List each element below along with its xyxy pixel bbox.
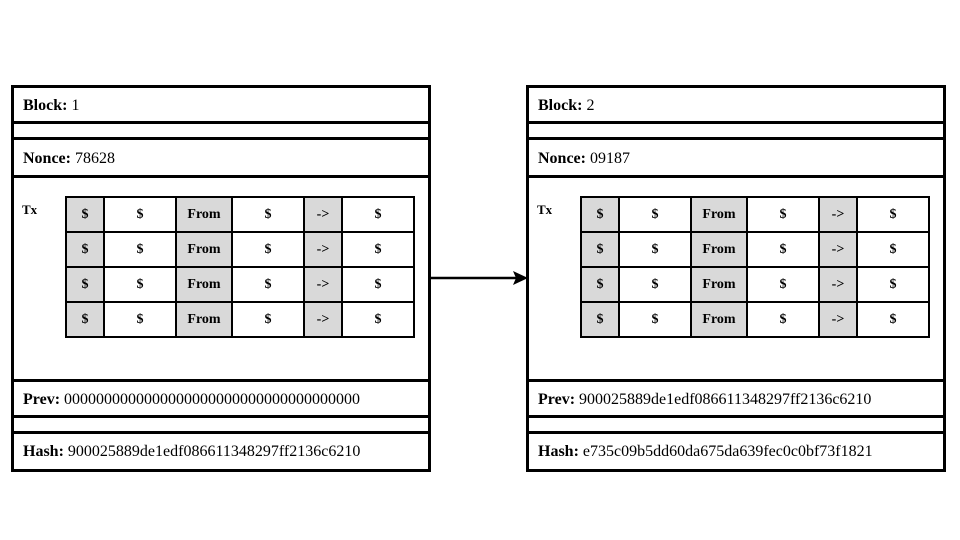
prev-label: Prev: — [23, 391, 61, 408]
hash-spacer — [529, 418, 943, 434]
tx-cell: $ — [618, 266, 692, 303]
tx-cell: $ — [231, 301, 305, 338]
nonce-value: 09187 — [589, 150, 630, 167]
block-1: Block: 1 Nonce: 78628 Tx $$From$->$$$Fro… — [11, 85, 431, 472]
prev-value: 0000000000000000000000000000000000000 — [64, 391, 361, 408]
tx-cell: $ — [580, 266, 620, 303]
tx-cell: $ — [580, 196, 620, 233]
hash-value: 900025889de1edf086611348297ff2136c6210 — [67, 443, 361, 460]
prev-value: 900025889de1edf086611348297ff2136c6210 — [579, 391, 872, 408]
tx-cell: From — [175, 301, 233, 338]
tx-cell: -> — [818, 301, 858, 338]
tx-cell: $ — [746, 231, 820, 268]
tx-cell: From — [690, 231, 748, 268]
block-2: Block: 2 Nonce: 09187 Tx $$From$->$$$Fro… — [526, 85, 946, 472]
tx-cell: $ — [341, 266, 415, 303]
tx-cell: From — [175, 266, 233, 303]
tx-cell: -> — [818, 231, 858, 268]
tx-cell: $ — [231, 266, 305, 303]
nonce-label: Nonce: — [23, 150, 71, 167]
prev-row: Prev: 0000000000000000000000000000000000… — [14, 382, 428, 418]
tx-cell: $ — [231, 231, 305, 268]
tx-cell: $ — [746, 266, 820, 303]
tx-cell: $ — [618, 301, 692, 338]
tx-cell: $ — [65, 266, 105, 303]
hash-row: Hash: 900025889de1edf086611348297ff2136c… — [14, 434, 428, 469]
tx-cell: From — [175, 196, 233, 233]
block-number-row: Block: 2 — [529, 88, 943, 124]
tx-row: $$From$->$ — [580, 231, 930, 268]
prev-label: Prev: — [538, 391, 576, 408]
tx-cell: From — [690, 266, 748, 303]
tx-cell: $ — [341, 196, 415, 233]
tx-cell: $ — [746, 196, 820, 233]
prev-row: Prev: 900025889de1edf086611348297ff2136c… — [529, 382, 943, 418]
tx-cell: $ — [341, 231, 415, 268]
hash-row: Hash: e735c09b5dd60da675da639fec0c0bf73f… — [529, 434, 943, 469]
tx-cell: -> — [303, 196, 343, 233]
tx-cell: $ — [65, 196, 105, 233]
tx-row: $$From$->$ — [65, 231, 415, 268]
tx-row: $$From$->$ — [580, 266, 930, 303]
nonce-label: Nonce: — [538, 150, 586, 167]
hash-label: Hash: — [538, 443, 579, 460]
tx-cell: $ — [856, 231, 930, 268]
tx-cell: $ — [856, 196, 930, 233]
tx-cell: $ — [856, 301, 930, 338]
tx-cell: From — [690, 301, 748, 338]
tx-cell: $ — [103, 196, 177, 233]
block-spacer — [529, 124, 943, 140]
block-label: Block: — [23, 97, 68, 114]
tx-cell: $ — [103, 266, 177, 303]
tx-cell: -> — [303, 301, 343, 338]
tx-row: $$From$->$ — [580, 301, 930, 338]
tx-cell: $ — [341, 301, 415, 338]
tx-cell: -> — [818, 196, 858, 233]
tx-row: $$From$->$ — [65, 301, 415, 338]
tx-row: $$From$->$ — [65, 266, 415, 303]
tx-row: $$From$->$ — [580, 196, 930, 233]
tx-cell: $ — [231, 196, 305, 233]
tx-table: $$From$->$$$From$->$$$From$->$$$From$->$ — [65, 196, 415, 338]
hash-spacer — [14, 418, 428, 434]
tx-cell: From — [690, 196, 748, 233]
nonce-row: Nonce: 09187 — [529, 140, 943, 178]
tx-row: $$From$->$ — [65, 196, 415, 233]
tx-cell: $ — [580, 301, 620, 338]
tx-cell: -> — [303, 231, 343, 268]
tx-cell: $ — [65, 301, 105, 338]
tx-cell: From — [175, 231, 233, 268]
tx-cell: $ — [65, 231, 105, 268]
block-label: Block: — [538, 97, 583, 114]
tx-cell: $ — [103, 301, 177, 338]
tx-label: Tx — [537, 202, 553, 217]
block-number-row: Block: 1 — [14, 88, 428, 124]
tx-cell: -> — [818, 266, 858, 303]
block-spacer — [14, 124, 428, 140]
nonce-value: 78628 — [74, 150, 115, 167]
block-number: 1 — [71, 97, 80, 114]
tx-cell: $ — [746, 301, 820, 338]
tx-cell: $ — [103, 231, 177, 268]
tx-table: $$From$->$$$From$->$$$From$->$$$From$->$ — [580, 196, 930, 338]
tx-cell: $ — [856, 266, 930, 303]
tx-cell: -> — [303, 266, 343, 303]
nonce-row: Nonce: 78628 — [14, 140, 428, 178]
chain-arrow-head — [513, 271, 528, 285]
tx-cell: $ — [580, 231, 620, 268]
hash-value: e735c09b5dd60da675da639fec0c0bf73f1821 — [582, 443, 873, 460]
tx-cell: $ — [618, 196, 692, 233]
tx-section: Tx $$From$->$$$From$->$$$From$->$$$From$… — [529, 178, 943, 382]
chain-arrow — [431, 271, 528, 285]
hash-label: Hash: — [23, 443, 64, 460]
block-number: 2 — [586, 97, 595, 114]
tx-label: Tx — [22, 202, 38, 217]
tx-cell: $ — [618, 231, 692, 268]
tx-section: Tx $$From$->$$$From$->$$$From$->$$$From$… — [14, 178, 428, 382]
